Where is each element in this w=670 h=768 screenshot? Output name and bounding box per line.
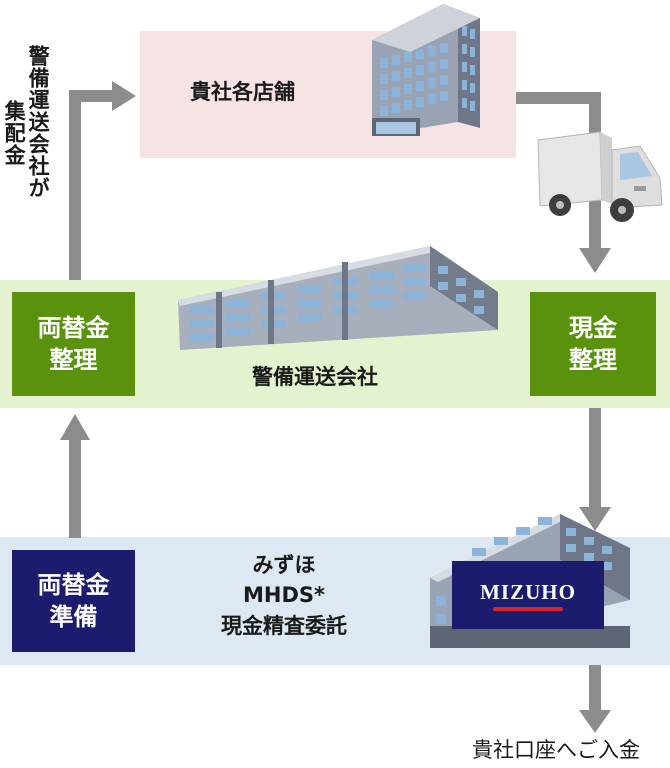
arrow-to-deposit [579, 665, 611, 733]
exchange-prep-line1: 両替金 [37, 570, 110, 599]
mizuho-text-line2: MHDS* [242, 583, 325, 608]
collection-text-line2: 集配金 [2, 100, 27, 166]
stores-label: 貴社各店舗 [190, 80, 295, 104]
mizuho-logo-swoosh [493, 606, 563, 611]
cash-sort-line1: 現金 [569, 313, 617, 342]
truck-icon [537, 131, 663, 222]
exchange-prep-line2: 準備 [49, 603, 98, 631]
mizuho-text: みずほ MHDS* 現金精査委託 [200, 550, 368, 641]
exchange-sort-line2: 整理 [49, 346, 98, 374]
mizuho-logo-text: MIZUHO [480, 579, 576, 604]
mizuho-text-line1: みずほ [252, 553, 316, 577]
cash-sort-line2: 整理 [569, 346, 617, 374]
security-company-building-icon [178, 246, 498, 350]
security-company-label: 警備運送会社 [252, 365, 378, 389]
arrow-cash-sort-to-mizuho [579, 408, 611, 531]
exchange-sort-line1: 両替金 [37, 313, 110, 342]
collection-text-line1: 警備運送会社が [26, 45, 51, 199]
mizuho-sign: MIZUHO [452, 561, 604, 629]
arrow-collection-to-stores [69, 81, 136, 280]
exchange-prep-box: 両替金 準備 [12, 550, 135, 652]
exchange-sort-box: 両替金 整理 [12, 292, 135, 396]
cash-sort-box: 現金 整理 [530, 292, 656, 396]
mizuho-text-line3: 現金精査委託 [221, 613, 347, 638]
store-building-icon [372, 4, 480, 136]
arrow-up-prep-to-sort [60, 414, 90, 538]
deposit-label: 貴社口座へご入金 [472, 738, 640, 762]
